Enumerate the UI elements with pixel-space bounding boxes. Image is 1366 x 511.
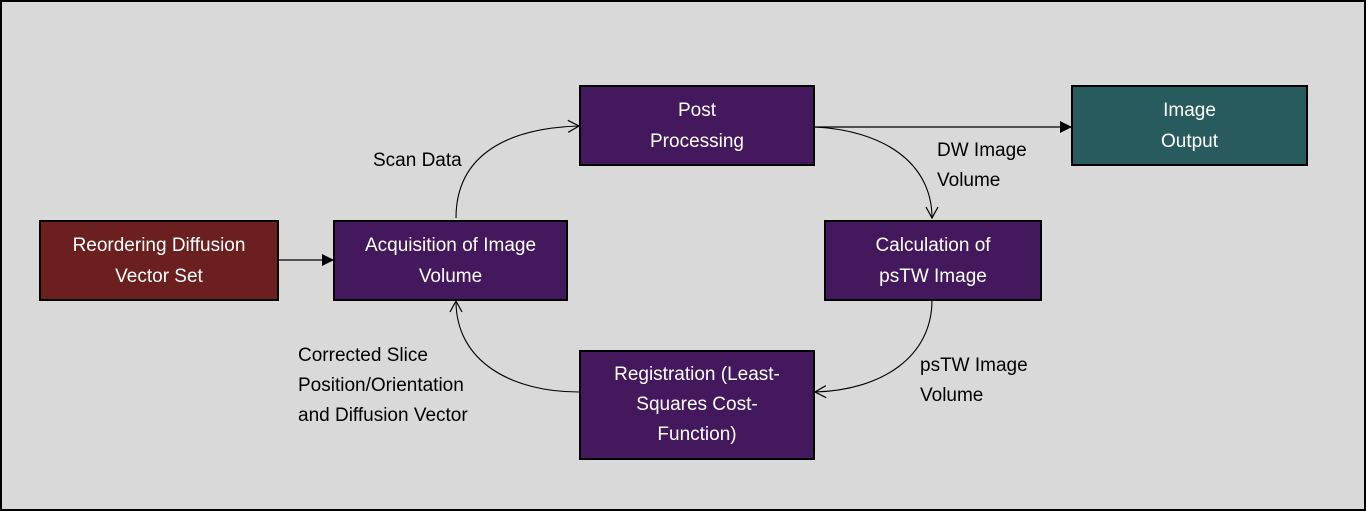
arrow-post-to-calculation [813, 126, 939, 220]
arrow-acquisition-to-post [455, 119, 581, 219]
node-reordering-diffusion-vector-set: Reordering Diffusion Vector Set [39, 220, 279, 301]
node-registration-line1: Registration (Least- [614, 364, 780, 385]
node-calculation-line2: psTW Image [879, 265, 987, 287]
node-image-output: Image Output [1071, 85, 1308, 166]
node-output-line2: Output [1160, 130, 1219, 152]
label-corrected-line2: Position/Orientation [298, 375, 464, 396]
node-post-processing: Post Processing [579, 85, 815, 166]
label-pstw-line1: psTW Image [920, 355, 1028, 376]
node-acquisition-line1: Acquisition of Image [364, 234, 537, 256]
node-registration: Registration (Least- Squares Cost- Funct… [579, 350, 815, 460]
label-dw-line1: DW Image [937, 140, 1027, 161]
label-dw-line2: Volume [937, 170, 1001, 191]
label-dw-image-volume: DW Image Volume [937, 136, 1027, 196]
node-reordering-line1: Reordering Diffusion [72, 234, 246, 256]
node-calculation-of-pstw-image: Calculation of psTW Image [824, 220, 1042, 301]
label-corrected-line1: Corrected Slice [298, 345, 428, 366]
label-pstw-image-volume: psTW Image Volume [920, 351, 1028, 411]
label-scan-data: Scan Data [373, 146, 462, 176]
node-output-line1: Image [1163, 99, 1216, 121]
node-post-line2: Processing [650, 130, 744, 152]
node-registration-line3: Function) [657, 424, 737, 445]
node-acquisition-line2: Volume [418, 265, 483, 287]
label-corrected-line3: and Diffusion Vector [298, 405, 468, 426]
arrow-calculation-to-registration [813, 299, 933, 399]
node-reordering-line2: Vector Set [115, 265, 203, 287]
label-scan-data-text: Scan Data [373, 150, 462, 171]
node-post-line1: Post [677, 99, 717, 121]
node-acquisition-of-image-volume: Acquisition of Image Volume [333, 220, 568, 301]
arrow-registration-to-acquisition [449, 299, 580, 393]
node-calculation-line1: Calculation of [875, 234, 991, 256]
node-registration-line2: Squares Cost- [636, 394, 758, 415]
label-corrected-slice: Corrected Slice Position/Orientation and… [298, 341, 468, 431]
label-pstw-line2: Volume [920, 385, 984, 406]
